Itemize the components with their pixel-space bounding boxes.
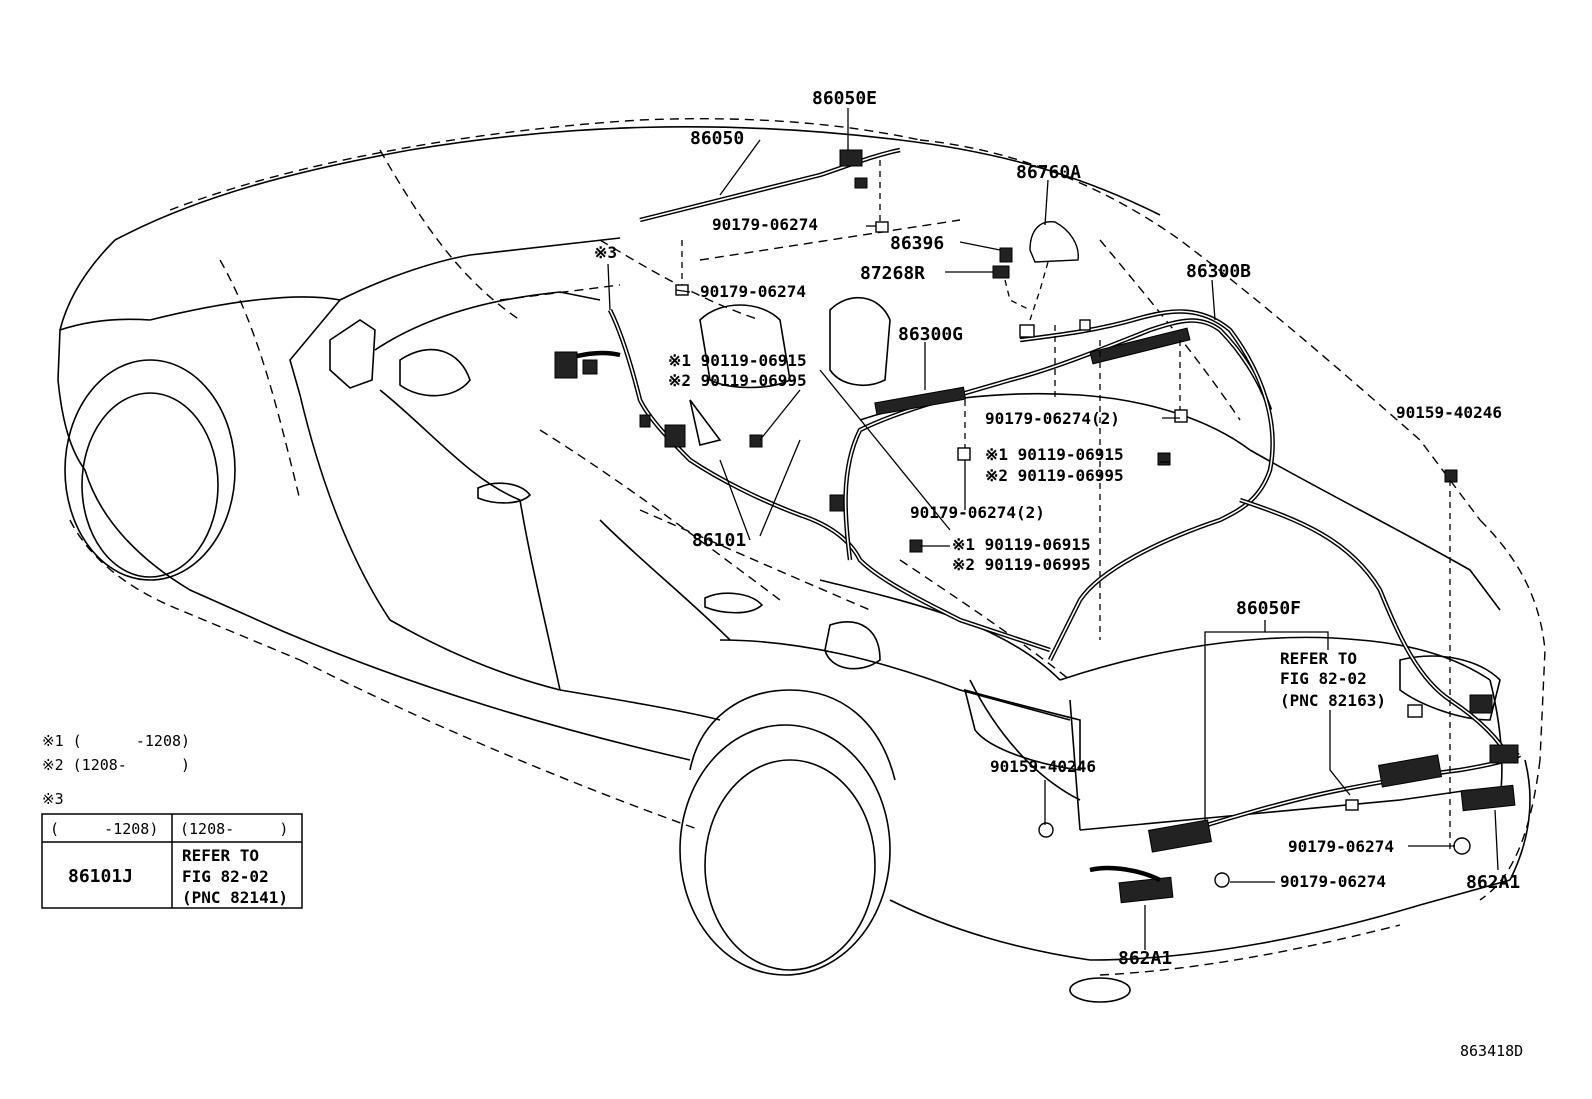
callout-86300G: 86300G — [898, 324, 963, 345]
callout-86050: 86050 — [690, 128, 744, 149]
legend-note3: ※3 — [42, 790, 64, 808]
callout-87268R: 87268R — [860, 263, 925, 284]
legend-table-header-left: ( -1208) — [50, 820, 158, 838]
callout-90159-40246-a: 90159-40246 — [1396, 403, 1502, 422]
bracket-parts — [992, 247, 1031, 311]
callout-862A1-right: 862A1 — [1466, 872, 1520, 893]
trunk-harness-86300G — [843, 318, 1273, 561]
callout-refer-line2: FIG 82-02 — [1280, 669, 1367, 688]
rear-bumper-harness-86050F — [1147, 497, 1522, 853]
callout-86760A: 86760A — [1016, 162, 1081, 183]
callout-862A1-left: 862A1 — [1118, 948, 1172, 969]
callout-note2-bolt-c: ※2 90119-06995 — [952, 555, 1091, 574]
callout-90179-06274-2-b: 90179-06274(2) — [910, 503, 1045, 522]
phantom-lines — [69, 117, 1546, 976]
legend-table-cell-right-3: (PNC 82141) — [182, 888, 288, 907]
sensor-862A1-left — [1089, 865, 1174, 904]
callout-note2-bolt-b: ※2 90119-06995 — [985, 466, 1124, 485]
trunk-harness-86300B — [957, 309, 1275, 662]
leader-lines — [607, 108, 1499, 950]
antenna-86760A — [1029, 221, 1079, 321]
legend-note1: ※1 ( -1208) — [42, 732, 190, 750]
roof-harness-86050 — [639, 147, 901, 296]
callout-90179-06274-b: 90179-06274 — [700, 282, 806, 301]
callout-90179-06274-f: 90179-06274 — [1280, 872, 1386, 891]
callout-90179-06274-e: 90179-06274 — [1288, 837, 1394, 856]
legend: ※1 ( -1208) ※2 (1208- ) ※3 ( -1208) (120… — [41, 732, 303, 909]
callout-90159-40246-b: 90159-40246 — [990, 757, 1096, 776]
callout-refer-line3: (PNC 82163) — [1280, 691, 1386, 710]
sensor-862A1-right — [1460, 784, 1516, 812]
callout-note2-bolt-a: ※2 90119-06995 — [668, 371, 807, 390]
floor-harness-86101 — [554, 308, 1051, 653]
callout-note3: ※3 — [594, 243, 617, 262]
car-body-outline — [57, 126, 1531, 1003]
callout-86300B: 86300B — [1186, 261, 1251, 282]
legend-table-cell-right-2: FIG 82-02 — [182, 867, 269, 886]
callout-refer-line1: REFER TO — [1280, 649, 1357, 668]
callout-note1-bolt-b: ※1 90119-06915 — [985, 445, 1124, 464]
callout-note1-bolt-c: ※1 90119-06915 — [952, 535, 1091, 554]
callout-90179-06274-a: 90179-06274 — [712, 215, 818, 234]
callout-86050E: 86050E — [812, 88, 877, 109]
legend-table: ( -1208) (1208- ) 86101J REFER TO FIG 82… — [41, 813, 303, 909]
callout-90179-06274-2-a: 90179-06274(2) — [985, 409, 1120, 428]
fasteners — [749, 434, 1471, 888]
callout-note1-bolt-a: ※1 90119-06915 — [668, 351, 807, 370]
legend-note2: ※2 (1208- ) — [42, 756, 190, 774]
callout-labels: 86050E 86050 86760A 90179-06274 86396 87… — [594, 88, 1520, 969]
callout-86050F: 86050F — [1236, 598, 1301, 619]
callout-86101: 86101 — [692, 530, 746, 551]
figure-id: 863418D — [1460, 1042, 1523, 1060]
legend-table-header-right: (1208- ) — [180, 820, 288, 838]
callout-86396: 86396 — [890, 233, 944, 254]
legend-table-cell-right-1: REFER TO — [182, 846, 259, 865]
legend-table-cell-left: 86101J — [68, 866, 133, 887]
